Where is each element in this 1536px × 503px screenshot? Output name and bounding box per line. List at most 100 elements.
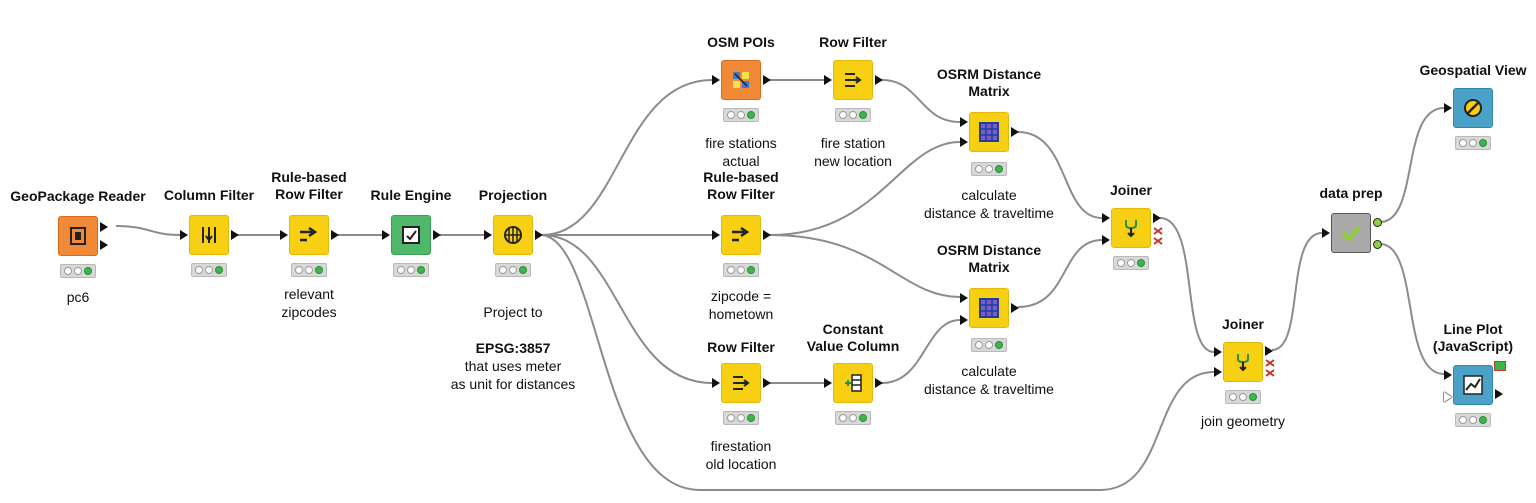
- input-port[interactable]: [484, 230, 492, 240]
- annotation-line: Project to: [483, 304, 543, 320]
- output-port[interactable]: [535, 230, 543, 240]
- node-annotation: join geometry: [1200, 413, 1286, 429]
- row-filter-icon: [845, 73, 862, 87]
- status-indicator: [835, 411, 871, 425]
- status-indicator: [495, 263, 531, 277]
- node-body[interactable]: [1453, 365, 1493, 405]
- document-reader-icon: [70, 227, 86, 245]
- node-body[interactable]: [721, 215, 761, 255]
- input-port[interactable]: [712, 378, 720, 388]
- node-body[interactable]: [969, 288, 1009, 328]
- status-indicator: [723, 263, 759, 277]
- output-port[interactable]: [1373, 240, 1382, 249]
- node-body[interactable]: [493, 215, 533, 255]
- node-annotation: pc6: [66, 289, 90, 305]
- output-port[interactable]: [100, 222, 108, 232]
- arrow-filter-icon: [732, 226, 750, 242]
- output-port[interactable]: [1011, 303, 1019, 313]
- node-body[interactable]: [58, 216, 98, 256]
- output-port[interactable]: [331, 230, 339, 240]
- inactive-port-icon: [1265, 359, 1275, 377]
- node-annotation: zipcode = hometown: [708, 288, 774, 322]
- input-port[interactable]: [824, 378, 832, 388]
- input-port[interactable]: [1102, 235, 1110, 245]
- input-port[interactable]: [280, 230, 288, 240]
- input-port[interactable]: [1444, 103, 1452, 113]
- annotation-line: that uses meter as unit for distances: [450, 358, 576, 392]
- output-port[interactable]: [1011, 127, 1019, 137]
- status-indicator: [723, 108, 759, 122]
- input-port[interactable]: [960, 137, 968, 147]
- node-title: Rule Engine: [370, 187, 452, 203]
- arrow-filter-icon: [300, 226, 318, 242]
- matrix-grid-icon: [979, 122, 999, 142]
- node-title: Constant Value Column: [806, 321, 900, 354]
- optional-input-port[interactable]: [1444, 392, 1452, 402]
- node-body[interactable]: [721, 60, 761, 100]
- output-port[interactable]: [231, 230, 239, 240]
- node-body[interactable]: [969, 112, 1009, 152]
- node-body[interactable]: [721, 363, 761, 403]
- node-annotation: fire station new location: [814, 135, 892, 169]
- globe-grid-icon: [504, 226, 522, 244]
- node-title: data prep: [1319, 185, 1383, 201]
- node-title: Projection: [478, 187, 548, 203]
- input-port[interactable]: [1322, 228, 1330, 238]
- node-title: Rule-based Row Filter: [703, 169, 779, 202]
- input-port[interactable]: [960, 293, 968, 303]
- output-port[interactable]: [875, 378, 883, 388]
- status-indicator: [60, 264, 96, 278]
- output-port[interactable]: [1373, 218, 1382, 227]
- node-body[interactable]: [289, 215, 329, 255]
- output-port[interactable]: [1153, 213, 1161, 223]
- node-annotation: relevant zipcodes: [281, 286, 337, 320]
- node-title: Row Filter: [819, 34, 887, 50]
- status-indicator: [393, 263, 429, 277]
- node-body[interactable]: [1331, 213, 1371, 253]
- input-port[interactable]: [960, 315, 968, 325]
- node-title: Column Filter: [163, 187, 255, 203]
- input-port[interactable]: [1102, 213, 1110, 223]
- input-port[interactable]: [712, 230, 720, 240]
- node-annotation: Project to EPSG:3857 that uses meter as …: [413, 285, 613, 411]
- rule-engine-icon: [402, 226, 420, 244]
- matrix-grid-icon: [979, 298, 999, 318]
- node-annotation: calculate distance & traveltime: [924, 363, 1054, 397]
- status-indicator: [191, 263, 227, 277]
- node-title: Row Filter: [707, 339, 775, 355]
- input-port[interactable]: [712, 75, 720, 85]
- node-body[interactable]: [1223, 342, 1263, 382]
- output-port[interactable]: [100, 240, 108, 250]
- status-indicator: [1455, 413, 1491, 427]
- node-title: Joiner: [1221, 316, 1264, 332]
- node-title: Joiner: [1109, 182, 1152, 198]
- map-pois-icon: [733, 72, 749, 88]
- node-body[interactable]: [189, 215, 229, 255]
- node-body[interactable]: [1453, 88, 1493, 128]
- checkmark-icon: [1341, 225, 1361, 242]
- node-body[interactable]: [1111, 208, 1151, 248]
- output-port[interactable]: [433, 230, 441, 240]
- input-port[interactable]: [1214, 367, 1222, 377]
- node-body[interactable]: [833, 60, 873, 100]
- node-body[interactable]: [391, 215, 431, 255]
- output-port[interactable]: [763, 378, 771, 388]
- output-port[interactable]: [763, 75, 771, 85]
- input-port[interactable]: [960, 117, 968, 127]
- node-title: GeoPackage Reader: [10, 188, 146, 204]
- node-body[interactable]: [833, 363, 873, 403]
- node-title: OSM POIs: [707, 34, 775, 50]
- status-indicator: [835, 108, 871, 122]
- input-port[interactable]: [1214, 347, 1222, 357]
- node-title: OSRM Distance Matrix: [936, 66, 1042, 99]
- input-port[interactable]: [1444, 370, 1452, 380]
- node-title: Line Plot (JavaScript): [1432, 321, 1514, 354]
- input-port[interactable]: [824, 75, 832, 85]
- input-port[interactable]: [180, 230, 188, 240]
- input-port[interactable]: [382, 230, 390, 240]
- annotation-bold: EPSG:3857: [475, 340, 551, 356]
- output-port[interactable]: [1495, 389, 1503, 399]
- output-port[interactable]: [875, 75, 883, 85]
- output-port[interactable]: [763, 230, 771, 240]
- output-port[interactable]: [1265, 346, 1273, 356]
